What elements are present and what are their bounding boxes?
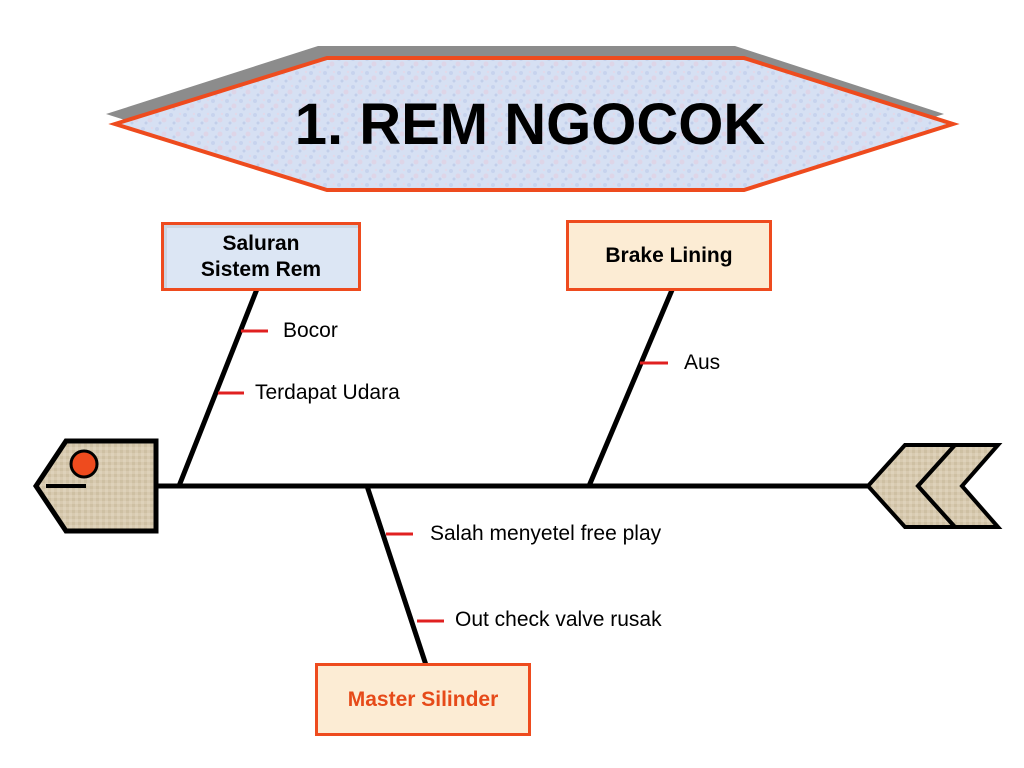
cause-label: Out check valve rusak [455,608,662,631]
category-label: Brake Lining [605,243,733,267]
bone-master-silinder [364,485,429,666]
fish-head-icon [32,438,159,534]
category-box-brake-lining: Brake Lining [566,220,772,291]
cause-label: Aus [684,351,721,374]
category-box-saluran-sistem-rem: Saluran Sistem Rem [161,222,361,291]
category-label: Master Silinder [347,687,499,711]
bone-brake-lining [586,289,675,487]
category-box-master-silinder: Master Silinder [315,663,531,736]
bone-saluran-sistem-rem [176,288,260,487]
title-banner-shape [108,56,960,192]
fish-tail-icon [865,443,1003,529]
category-label: Saluran Sistem Rem [200,231,322,281]
fish-eye-icon [69,449,99,479]
page-title: 1. REM NGOCOK [294,92,766,157]
cause-label: Terdapat Udara [255,381,400,404]
cause-label: Bocor [283,319,338,342]
title-banner [106,46,960,192]
cause-label: Salah menyetel free play [430,522,662,545]
